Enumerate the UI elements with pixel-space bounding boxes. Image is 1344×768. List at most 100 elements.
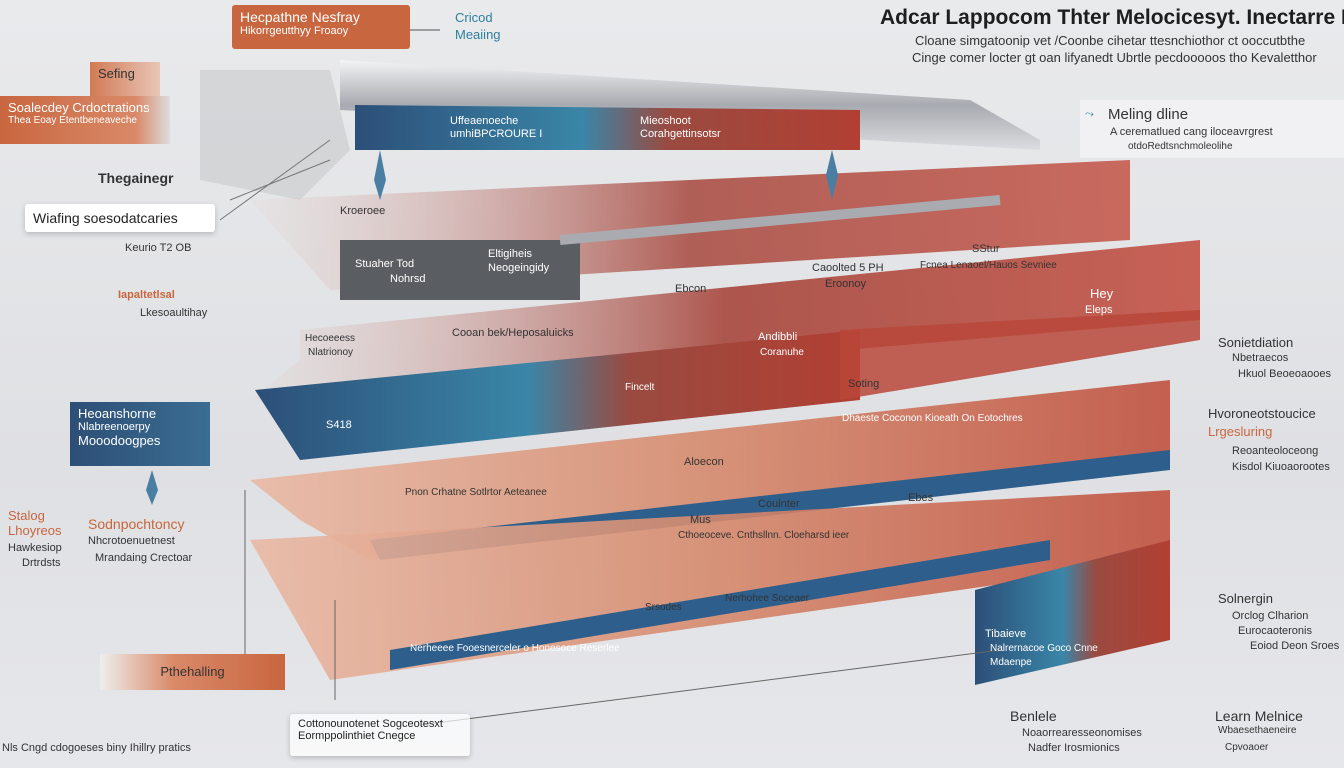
left-pill-label: Wiafing soesodatcaries	[25, 204, 215, 232]
bottom-note-line: Cottonounotenet Sogceotesxt	[298, 718, 443, 730]
stor-sub: Fcnea Lenaoel/Hauos Sevniee	[920, 260, 1057, 271]
left-orange-sub: Lkesoaultihay	[140, 307, 208, 319]
meling-sub: otdoRedtsnchmoleolihe	[1128, 141, 1233, 152]
benle-title: Benlele	[1010, 708, 1057, 724]
top-callout-box: Hecpathne Nesfray Hikorrgeutthyy Froaoy	[232, 5, 410, 49]
band-right	[975, 540, 1170, 685]
marker-icon	[826, 150, 838, 200]
band-4	[255, 330, 860, 460]
andit-label: Coranuhe	[760, 347, 804, 358]
learn-sub: Cpvoaoer	[1225, 742, 1269, 753]
bottom-left-sub: Drtrdsts	[22, 557, 61, 569]
sol-title: Solnergin	[1218, 591, 1273, 606]
band-label: Mieoshoot	[640, 115, 691, 127]
sol-sub: Orclog Clharion	[1232, 610, 1309, 622]
hyo-sub: Reoanteoloceong	[1232, 445, 1319, 457]
s418-label: S418	[326, 419, 352, 431]
left-callout-box: Soalecdey Crdoctrations Thea Eoay Etentb…	[0, 96, 170, 144]
nerhe-label: Nerhohee Soceaer	[725, 593, 809, 604]
diaeste-label: Dhaeste Coconon Kioeath On Eotochres	[842, 413, 1023, 424]
andit-label: Andibbli	[758, 331, 798, 343]
learn-title: Learn Melnice	[1215, 708, 1303, 724]
marker-icon	[146, 470, 158, 505]
bottom-band-label: Nerheeee Fooesnerceler o Honesoce Reserl…	[410, 643, 620, 654]
sod-sub: Mrandaing Crectoar	[95, 552, 193, 564]
leader-line	[229, 159, 331, 201]
sol-sub: Eoiod Deon Sroes	[1250, 640, 1340, 652]
fincel-label: Fincelt	[625, 382, 655, 393]
stor-label: SStur	[972, 243, 1000, 255]
right-band-label: Mdaenpe	[990, 657, 1032, 668]
hey-label: Eleps	[1085, 304, 1113, 316]
band-label: Uffeaenoeche	[450, 115, 519, 127]
subtitle-line: Cloane simgatoonip vet /Coonbe cihetar t…	[915, 33, 1306, 48]
sod-title: Sodnpochtoncy	[88, 516, 185, 532]
tissue-layer-2	[250, 490, 1170, 680]
navy-box-line: Mooodoogpes	[78, 433, 161, 448]
callout-sub: Hikorrgeutthyy Froaoy	[240, 25, 349, 37]
left-heading: Thegainegr	[98, 170, 174, 186]
tube	[559, 195, 1001, 245]
footer-text: Nls Cngd cdogoeses biny Ihillry pratics	[2, 742, 191, 754]
sol-sub: Eurocaoteronis	[1238, 625, 1312, 637]
leader-line	[219, 139, 331, 221]
somi-sub: Hkuol Beoeoaooes	[1238, 368, 1331, 380]
caondie-label: Eroonoy	[825, 278, 866, 290]
right-band-label: Tibaieve	[985, 628, 1027, 640]
top-note: Meaiing	[455, 27, 501, 42]
bottom-note-box: Cottonounotenet Sogceotesxt Eormppolinth…	[290, 714, 470, 756]
left-code: Keurio T2 OB	[125, 242, 192, 254]
hyo-orange: Lrgesluring	[1208, 424, 1273, 439]
ebcon-label: Ebcon	[675, 283, 707, 295]
band-label: Eltigiheis	[488, 248, 533, 260]
mus-label: Mus	[690, 514, 711, 526]
counter-label: Cthoeoceve. Cnthsllnn. Cloeharsd ieer	[678, 530, 850, 541]
navy-box-line: Heoanshorne	[78, 406, 157, 421]
band-4-red	[840, 310, 1200, 400]
band-label: Stuaher Tod	[355, 258, 415, 270]
bottom-note-line: Eormppolinthiet Cnegce	[298, 730, 416, 742]
band-2-dark	[340, 240, 580, 300]
bottom-left-sub: Hawkesiop	[8, 542, 62, 554]
tissue-layer-1	[250, 380, 1170, 560]
pnon-label: Pnon Crhatne Sotlrtor Aeteanee	[405, 487, 547, 498]
top-note: Cricod	[455, 10, 493, 25]
meling-sub: A cerematlued cang iloceavrgrest	[1110, 126, 1273, 138]
pointer-icon: ⤳	[1085, 108, 1094, 120]
hey-label: Hey	[1090, 286, 1114, 301]
band-label: Nohrsd	[390, 273, 426, 285]
left-orange-label: Iapaltetlsal	[118, 289, 175, 301]
band-1	[355, 105, 860, 150]
callout-title: Soalecdey Crdoctrations	[8, 100, 150, 115]
bullet-label: Nlatrionoy	[308, 347, 354, 358]
subtitle-line: Cinge comer locter gt oan lifyanedt Ubrt…	[912, 50, 1317, 65]
benle-sub: Noaorrearesseonomises	[1022, 727, 1142, 739]
seedes-label: Srsodes	[645, 602, 682, 613]
orange-bottom-box: Pthehalling	[100, 654, 285, 690]
navy-box-line: Nlabreenoerpy	[78, 421, 151, 433]
band-6	[390, 540, 1050, 670]
counter-label: Coulnter	[758, 498, 800, 510]
band-label: umhiBPCROURE I	[450, 128, 543, 140]
soting-label: Soting	[848, 378, 880, 390]
kroerooe-label: Kroeroee	[340, 205, 386, 217]
benle-sub: Nadfer Irosmionics	[1028, 742, 1120, 754]
caondie-label: Caoolted 5 PH	[812, 262, 884, 274]
main-title: Adcar Lappocom Thter Melocicesyt. Inecta…	[880, 6, 1344, 29]
callout-title: Hecpathne Nesfray	[240, 9, 360, 25]
sod-sub: Nhcrotoenuetnest	[88, 535, 175, 547]
band-label: Corahgettinsotsr	[640, 128, 721, 140]
instrument-shaft	[340, 60, 1040, 150]
meling-title: Meling dline	[1108, 106, 1189, 123]
bottom-left-title: Stalog Lhoyreos	[8, 508, 62, 538]
leader-line	[419, 649, 1001, 726]
callout-sub: Thea Eoay Etentbeneaveche	[8, 115, 137, 126]
band-3	[250, 240, 1200, 400]
somi-sub: Nbetraecos	[1232, 352, 1289, 364]
left-navy-box: Heoanshorne Nlabreenoerpy Mooodoogpes	[70, 402, 210, 466]
marker-icon	[374, 150, 386, 200]
madcon-label: Aloecon	[684, 456, 724, 468]
somi-title: Sonietdiation	[1218, 335, 1294, 350]
learn-sub: Wbaesethaeneire	[1218, 725, 1297, 736]
